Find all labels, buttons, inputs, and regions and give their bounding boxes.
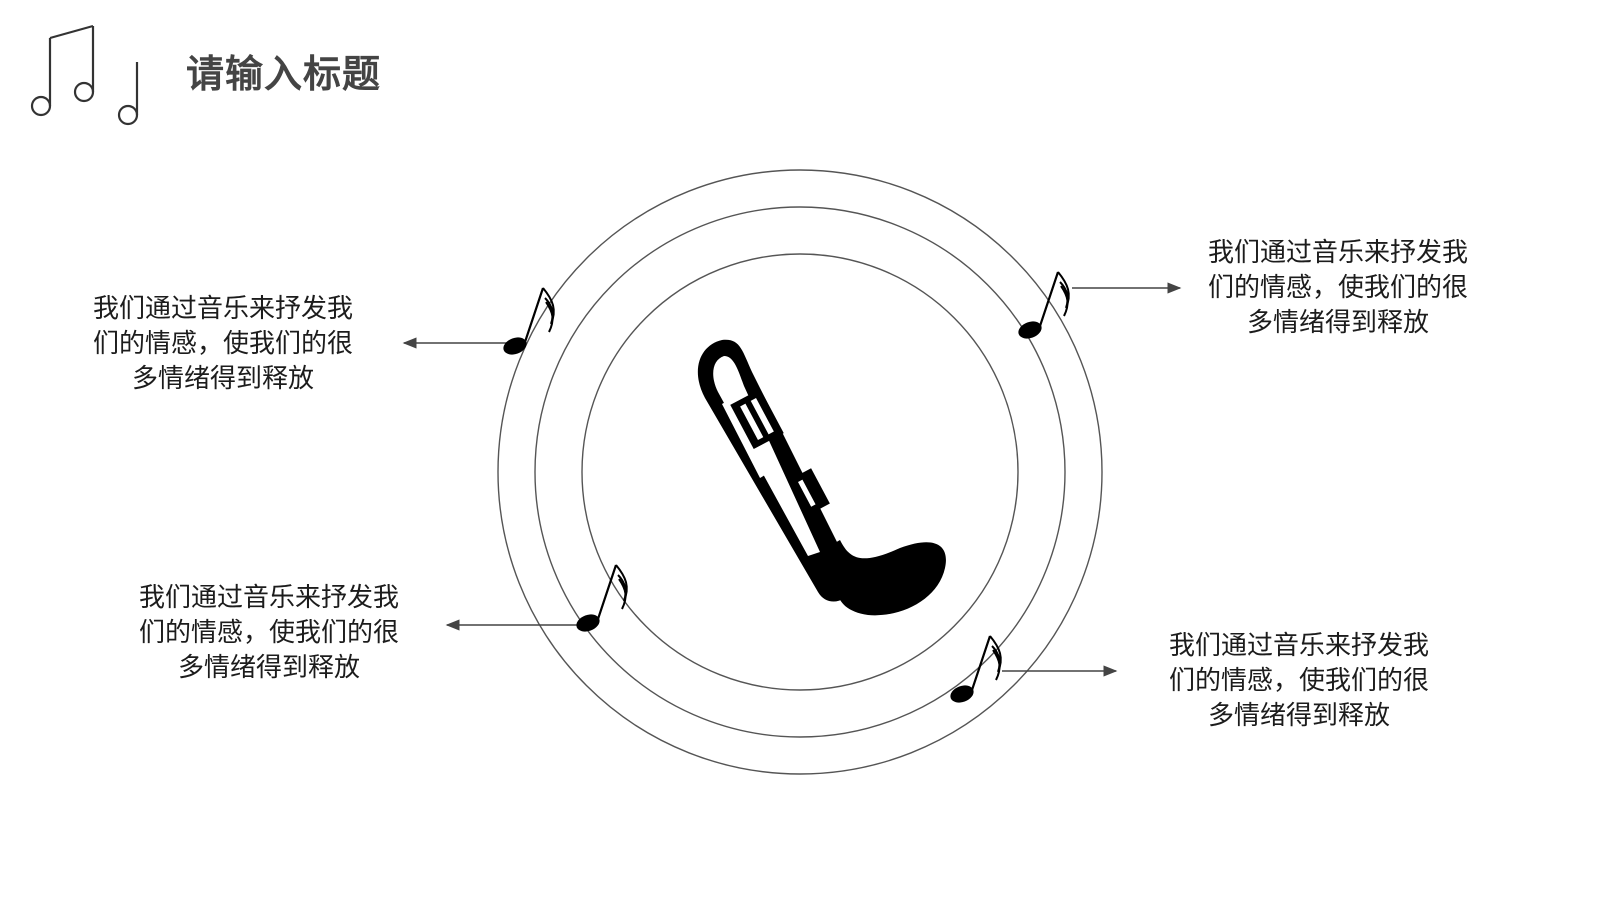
outer-ring <box>497 169 1103 775</box>
callout-line: 多情绪得到释放 <box>1207 701 1390 731</box>
page-title: 请输入标题 <box>186 52 382 96</box>
inner-ring <box>581 253 1019 691</box>
callout-text: 我们通过音乐来抒发我 们的情感，使我们的很 多情绪得到释放 <box>124 581 414 686</box>
callout-line: 多情绪得到释放 <box>131 364 314 394</box>
callout-text: 我们通过音乐来抒发我 们的情感，使我们的很 多情绪得到释放 <box>78 292 368 397</box>
callout-line: 们的情感，使我们的很 <box>138 618 399 648</box>
callout-line: 们的情感，使我们的很 <box>92 329 353 359</box>
eighth-note-icon <box>572 563 628 636</box>
eighth-note-icon <box>499 286 555 359</box>
callout-line: 们的情感，使我们的很 <box>1168 666 1429 696</box>
callout-line: 我们通过音乐来抒发我 <box>92 294 353 324</box>
callout-line: 我们通过音乐来抒发我 <box>138 583 399 613</box>
music-notes-icon <box>30 24 139 126</box>
callout-line: 多情绪得到释放 <box>177 653 360 683</box>
callout-text: 我们通过音乐来抒发我 们的情感，使我们的很 多情绪得到释放 <box>1193 236 1483 341</box>
callout-line: 们的情感，使我们的很 <box>1207 273 1468 303</box>
trumpet-icon <box>697 339 946 616</box>
callout-line: 我们通过音乐来抒发我 <box>1207 238 1468 268</box>
callout-line: 多情绪得到释放 <box>1246 308 1429 338</box>
callout-line: 我们通过音乐来抒发我 <box>1168 631 1429 661</box>
callout-text: 我们通过音乐来抒发我 们的情感，使我们的很 多情绪得到释放 <box>1154 629 1444 734</box>
middle-ring <box>534 206 1066 738</box>
eighth-note-icon <box>1014 270 1070 343</box>
